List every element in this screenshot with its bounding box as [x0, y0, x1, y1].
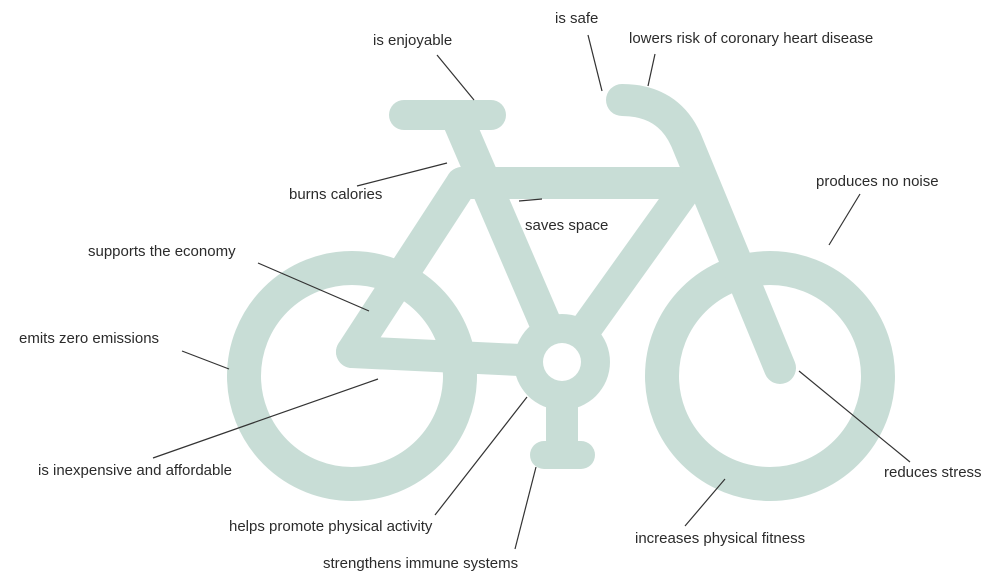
leader-is-safe	[587, 34, 603, 92]
rear-wheel-icon	[227, 251, 477, 501]
label-burns-calories: burns calories	[289, 186, 383, 203]
leader-lines	[152, 34, 911, 550]
leader-reduces-stress	[798, 370, 911, 463]
label-emits-zero: emits zero emissions	[19, 330, 160, 347]
leader-strengthens-immune	[514, 466, 537, 550]
leader-supports-economy	[257, 262, 370, 312]
label-strengthens-immune: strengthens immune systems	[323, 555, 519, 572]
leader-increases-fitness	[684, 478, 726, 527]
label-reduces-stress: reduces stress	[884, 464, 982, 481]
label-helps-promote: helps promote physical activity	[229, 518, 433, 535]
leader-produces-no-noise	[828, 193, 861, 246]
bicycle-icon	[227, 84, 895, 501]
label-is-enjoyable: is enjoyable	[373, 32, 453, 49]
leader-is-enjoyable	[436, 54, 475, 101]
fork-and-handlebar	[606, 84, 796, 384]
crank-hub-inner	[543, 343, 581, 381]
leader-lowers-risk	[647, 53, 656, 87]
leader-helps-promote	[434, 396, 528, 516]
leader-inexpensive	[152, 378, 379, 459]
label-produces-no-noise: produces no noise	[816, 173, 939, 190]
label-increases-fitness: increases physical fitness	[635, 530, 806, 547]
leader-emits-zero	[181, 350, 230, 370]
leader-saves-space	[518, 198, 543, 202]
label-saves-space: saves space	[525, 217, 609, 234]
seat-stay	[336, 167, 478, 368]
label-is-safe: is safe	[555, 10, 599, 27]
label-lowers-risk: lowers risk of coronary heart disease	[629, 30, 874, 47]
label-inexpensive: is inexpensive and affordable	[38, 462, 233, 479]
leader-burns-calories	[356, 162, 448, 187]
label-supports-economy: supports the economy	[88, 243, 236, 260]
front-wheel-icon	[645, 251, 895, 501]
